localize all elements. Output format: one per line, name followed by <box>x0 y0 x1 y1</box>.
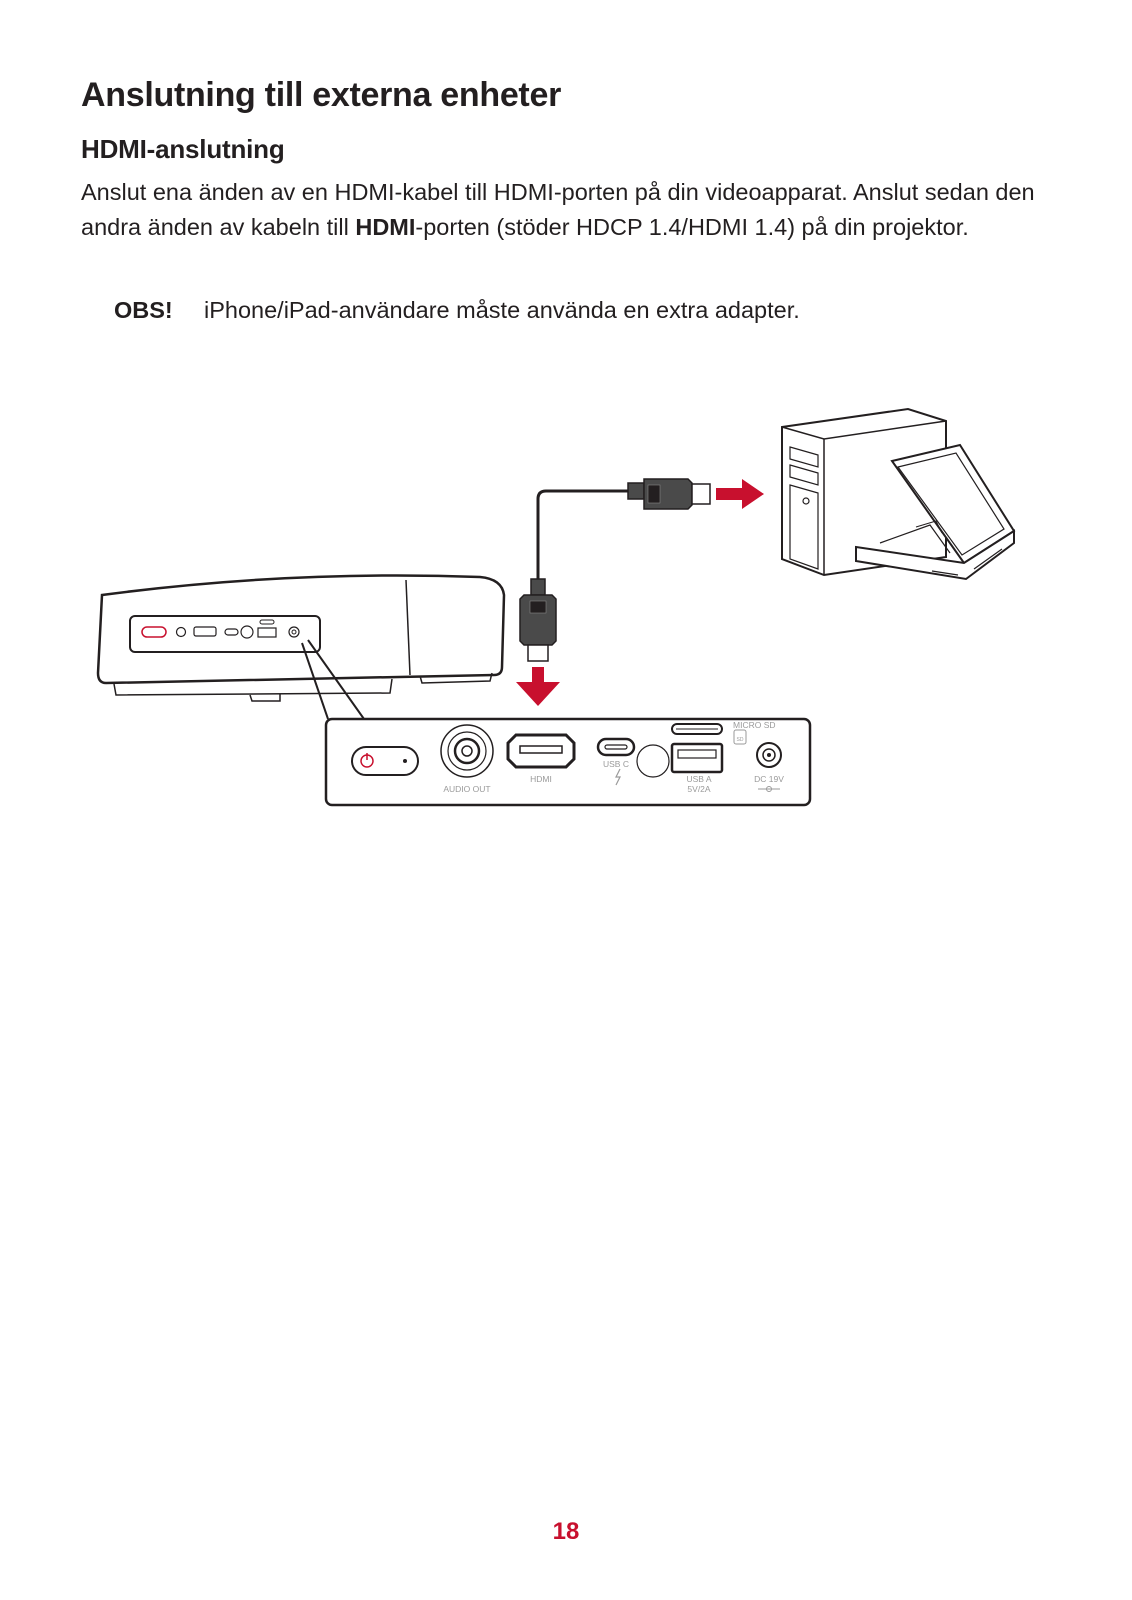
port-label-usb-c: USB C <box>603 759 629 769</box>
port-label-dc: DC 19V <box>754 774 784 784</box>
note-label: OBS! <box>114 297 173 323</box>
direction-arrows <box>516 479 764 706</box>
port-panel-closeup: AUDIO OUT HDMI USB C MICRO SD SD USB A 5… <box>324 717 812 807</box>
hdmi-cable <box>519 478 711 662</box>
laptop-illustration <box>855 443 1016 581</box>
instruction-text-part1: Anslut ena änden av en HDMI-kabel till H… <box>81 179 1035 240</box>
port-label-usb-a: USB A <box>686 774 711 784</box>
hdmi-connection-diagram: AUDIO OUT HDMI USB C MICRO SD SD USB A 5… <box>96 407 1016 807</box>
projector-illustration <box>96 574 506 720</box>
sd-card-icon: SD <box>737 737 744 743</box>
instruction-paragraph: Anslut ena änden av en HDMI-kabel till H… <box>81 175 1051 245</box>
port-label-audio-out: AUDIO OUT <box>443 784 490 794</box>
instruction-text-part2: -porten (stöder HDCP 1.4/HDMI 1.4) på di… <box>415 214 969 240</box>
port-label-micro-sd: MICRO SD <box>733 720 776 730</box>
page-title: Anslutning till externa enheter <box>81 76 561 114</box>
port-label-usb-a-rating: 5V/2A <box>687 784 710 794</box>
port-label-hdmi: HDMI <box>530 774 552 784</box>
section-title: HDMI-anslutning <box>81 134 285 164</box>
note-text: iPhone/iPad-användare måste använda en e… <box>204 297 800 323</box>
page-number: 18 <box>552 1518 580 1545</box>
instruction-text-bold: HDMI <box>355 214 416 240</box>
note: OBS! iPhone/iPad-användare måste använda … <box>114 293 800 327</box>
